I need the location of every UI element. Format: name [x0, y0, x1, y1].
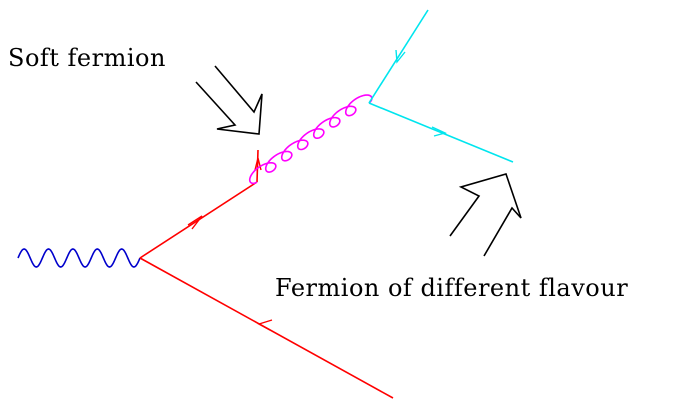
fermion-arrow-lower — [431, 126, 448, 137]
quark-arrow-upper — [187, 215, 203, 230]
fermion-line-upper — [368, 9, 429, 104]
photon-line — [17, 248, 141, 268]
label-soft-fermion: Soft fermion — [8, 44, 166, 72]
label-different-flavour: Fermion of different flavour — [275, 274, 628, 302]
fermion-arrow-upper — [395, 49, 406, 64]
flavour-pointer-icon — [449, 173, 522, 257]
fermion-line-lower — [368, 102, 514, 163]
soft-fermion-line — [256, 149, 259, 183]
antiquark-arrow — [257, 319, 273, 331]
soft-fermion-pointer-icon — [195, 65, 263, 135]
gluon-line — [248, 94, 373, 185]
